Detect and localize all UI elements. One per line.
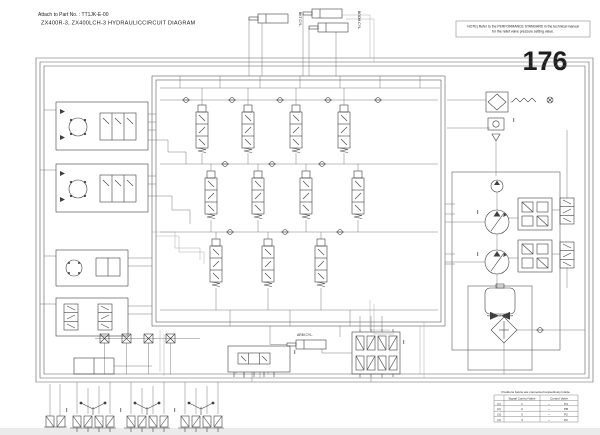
- table-cell: P4: [564, 402, 568, 406]
- cooler-frame: [467, 285, 533, 371]
- circuit-lines: [40, 13, 585, 416]
- note-box-border: [455, 20, 591, 38]
- note-line-2: for the relief valve pressure setting va…: [492, 30, 554, 34]
- accumulator-block: [73, 357, 115, 375]
- boom-cylinder-label: BOOM CYL.: [357, 11, 361, 30]
- table-rows: (1) 1 -- P4 (2) 2 -- PB (3) 3 -- P2 (4) …: [497, 402, 568, 422]
- bucket-cylinder-label: BKT CYL.: [298, 12, 302, 27]
- attach-part-no: Attach to Part No. : TT1JK-E-00: [38, 12, 109, 18]
- micro-label-marks: [66, 118, 515, 412]
- table-header-control: Control Valve: [550, 396, 568, 400]
- pilot-valve-aux: [44, 415, 67, 428]
- page-edge-strip: [0, 429, 600, 435]
- pilot-manifold-assembly: [55, 297, 129, 337]
- table-cell: --: [548, 402, 550, 406]
- table-cell: PB: [564, 407, 568, 411]
- table-cell: 3: [521, 413, 523, 417]
- table-cell: 2: [521, 407, 523, 411]
- note-box: NOTE) Refer to the PERFORMANCE STANDARD …: [455, 20, 591, 38]
- table-cell: (1): [497, 402, 501, 406]
- circuit-lines-light: [152, 14, 425, 378]
- table-caption: Positions below are connected respective…: [502, 390, 571, 394]
- title-block: Attach to Part No. : TT1JK-E-00 ZX400R-3…: [38, 12, 196, 27]
- table-cell: 4: [521, 418, 523, 422]
- table-cell: --: [548, 407, 550, 411]
- swing-motor-assembly: [55, 249, 129, 287]
- arm-cylinder-label: ARM CYL.: [297, 333, 313, 337]
- table-cell: --: [548, 413, 550, 417]
- control-valve-frame: [151, 75, 446, 327]
- table-header-signal: Signal Control Valve: [509, 396, 536, 400]
- table-cell: --: [548, 418, 550, 422]
- table-cell: P2: [564, 418, 568, 422]
- connection-table: Positions below are connected respective…: [493, 390, 579, 423]
- pilot-filter-unit: [485, 91, 554, 142]
- table-cell: (2): [497, 407, 501, 411]
- page-number: 176: [522, 46, 567, 76]
- table-cell: (3): [497, 413, 501, 417]
- table-grid: [493, 394, 579, 423]
- table-cell: P2: [564, 413, 568, 417]
- table-cell: 1: [521, 402, 523, 406]
- note-line-1: NOTE) Refer to the PERFORMANCE STANDARD …: [467, 25, 579, 29]
- relief-spring: [511, 97, 537, 103]
- table-cell: (4): [497, 418, 501, 422]
- page-title: ZX400R-3, ZX400LCH-3 HYDRAULICCIRCUIT DI…: [41, 21, 196, 27]
